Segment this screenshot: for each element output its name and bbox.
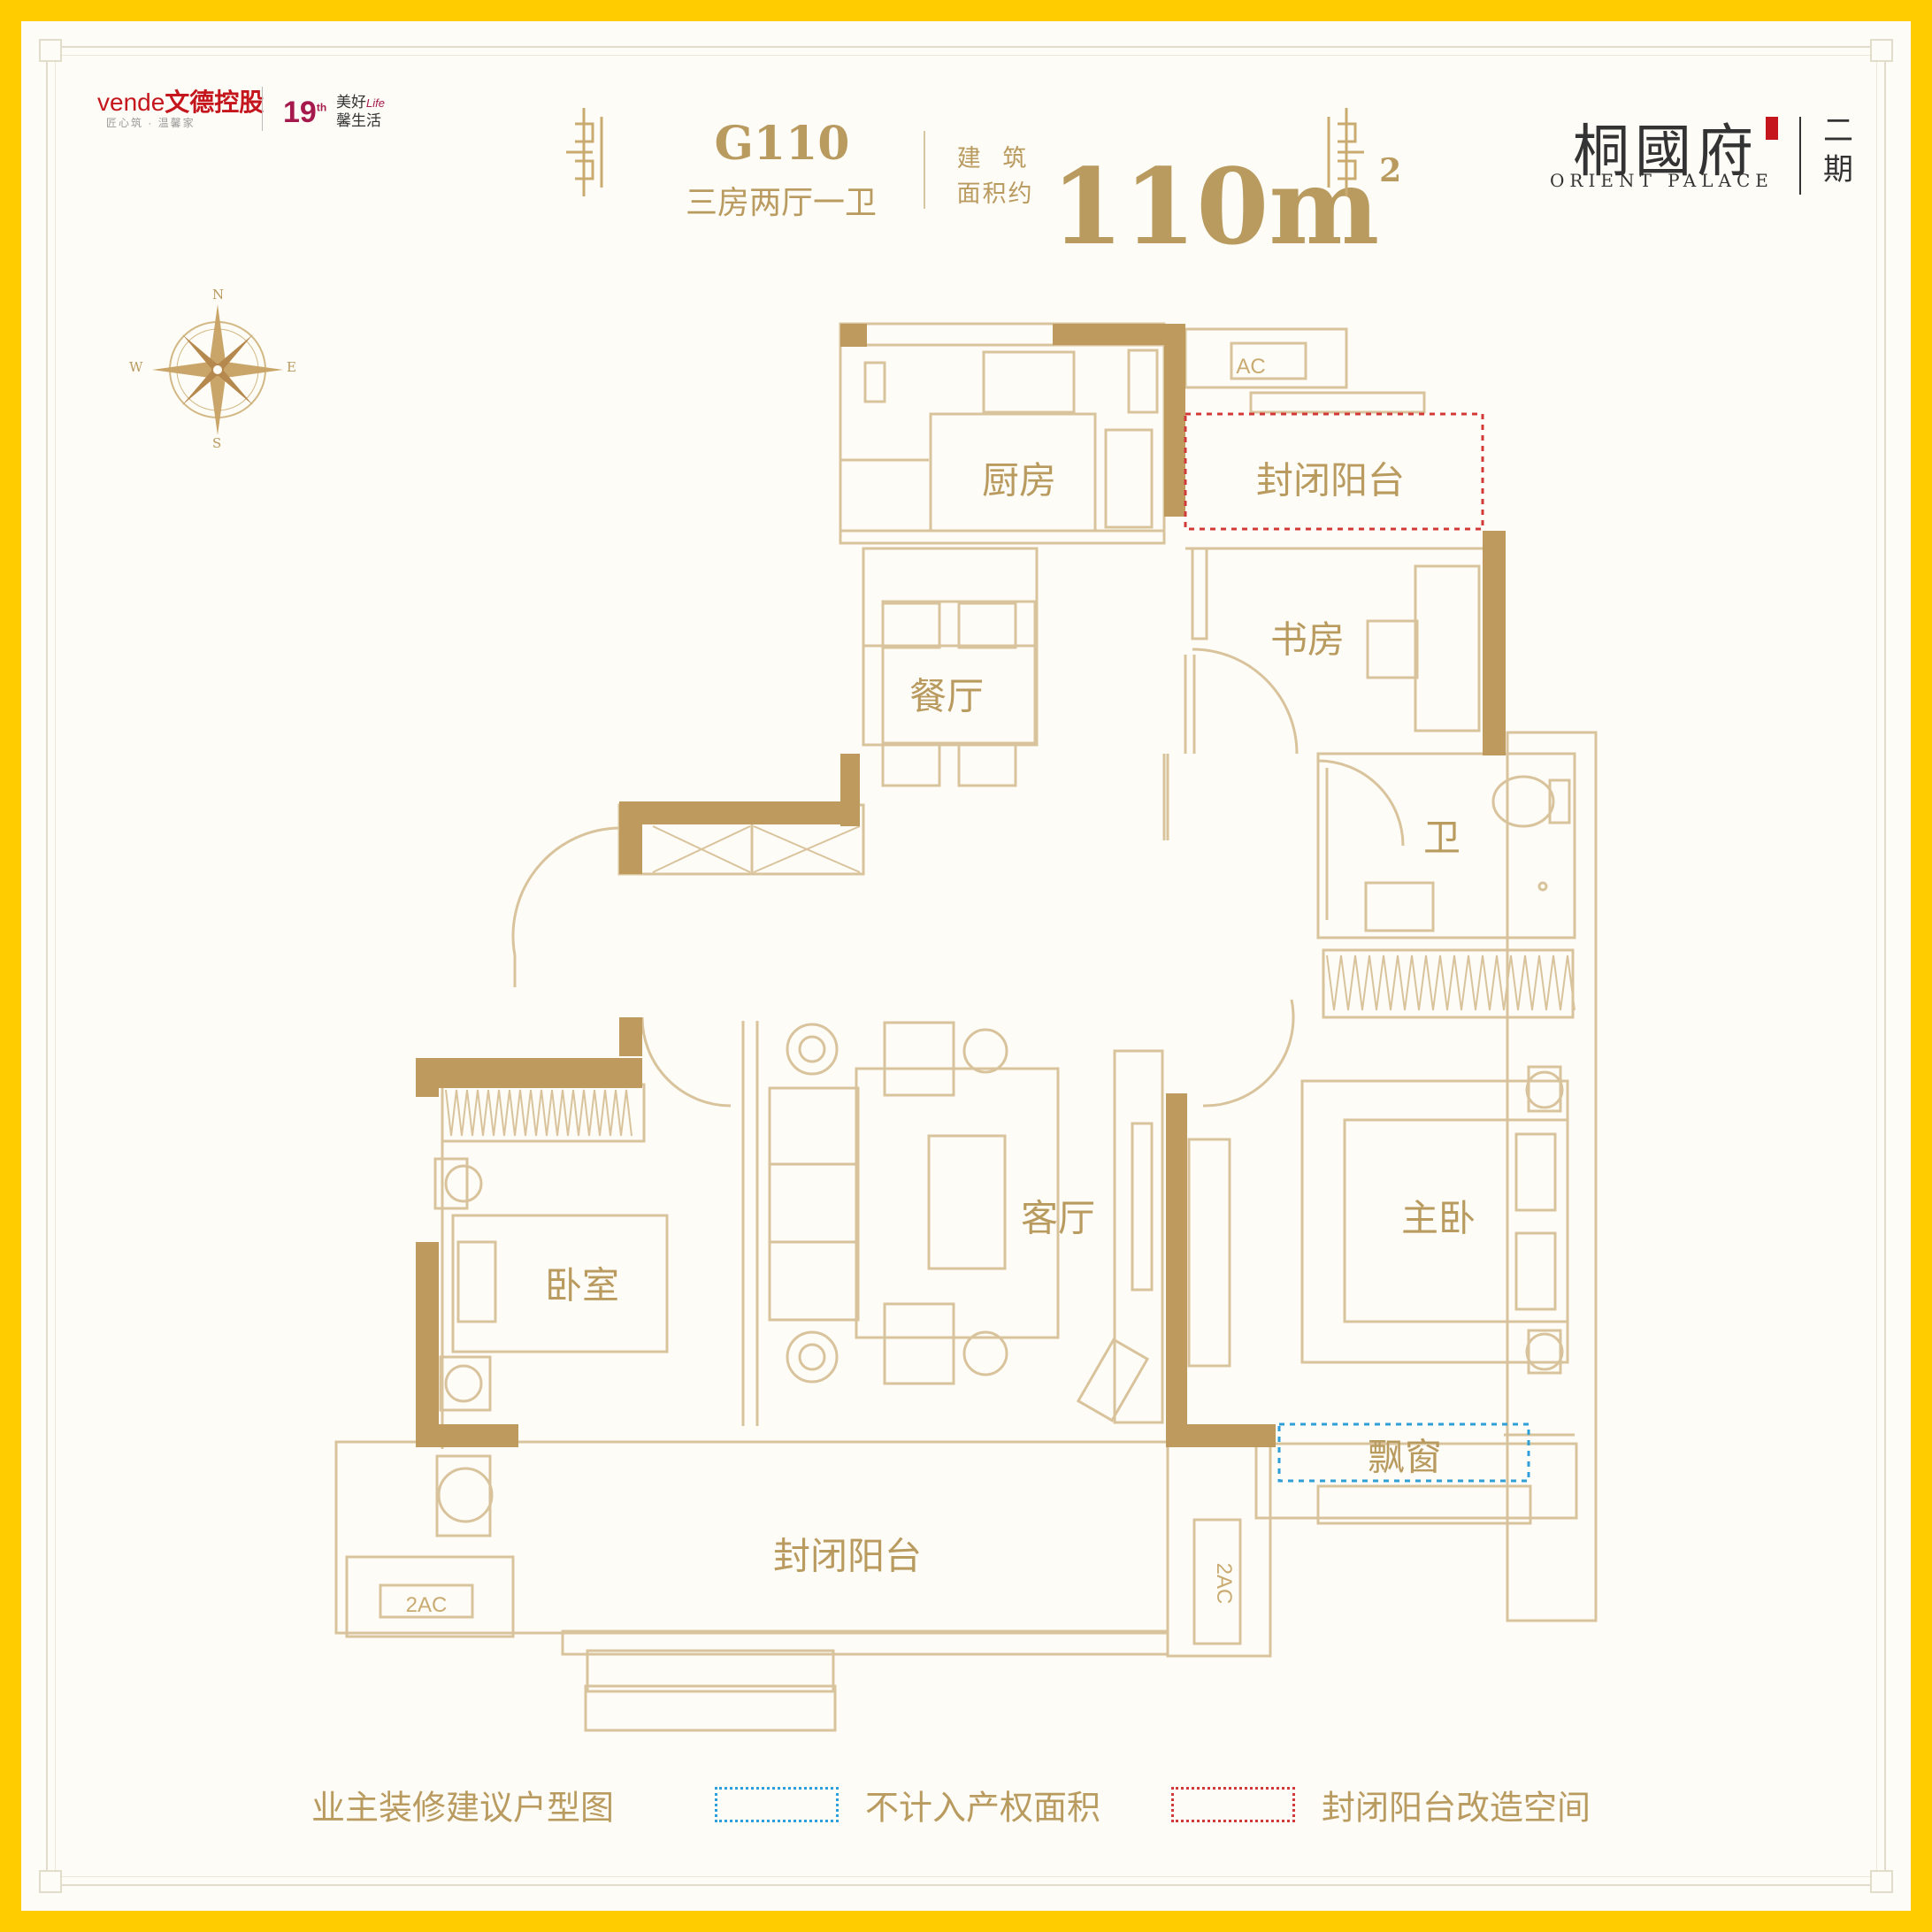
room-label-south-balcony: 封闭阳台 [772,1534,923,1578]
developer-slogan: 匠心筑 · 温馨家 [106,117,196,129]
converted-balcony-region [1184,412,1484,531]
legend-label-red: 封闭阳台改造空间 [1322,1788,1591,1828]
room-label-living: 客厅 [1020,1196,1096,1240]
plan-outline [334,322,1598,1732]
developer-name-en: vende [97,88,165,116]
room-label-bedroom: 卧室 [544,1263,620,1307]
room-label-bay-window: 飘窗 [1367,1435,1443,1479]
project-name-en: ORIENT PALACE [1550,170,1774,191]
legend-swatch-red [1171,1787,1295,1822]
inner-frame [55,55,1877,1877]
ac-label-southwest: 2AC [406,1593,448,1617]
legend-label-blue: 不计入产权面积 [865,1788,1101,1828]
plan-walls [416,324,1506,1447]
room-label-master-bedroom: 主卧 [1400,1196,1476,1240]
outer-frame [46,46,1886,1886]
wardrobe-hatching [445,825,1576,1137]
developer-name-cn: 文德控股 [165,88,264,116]
corner-ornament [1870,1870,1893,1893]
logo-divider [1799,117,1801,195]
room-label-dining: 餐厅 [908,674,985,718]
red-seal-icon [1766,117,1778,140]
area-unit-sup: 2 [1379,152,1402,189]
compass-south: S [212,435,222,451]
compass-west: W [129,359,143,375]
corner-ornament [1870,39,1893,62]
area-label: 建 筑 面积约 [955,142,1035,212]
anniversary-cn-1: 美好 [336,94,366,111]
title-divider [924,131,925,209]
anniversary-digits: 19 [283,96,317,129]
excluded-area-region [1277,1422,1530,1483]
area-label-line1: 建 筑 [956,145,1034,172]
developer-logo: vende文德控股 [97,83,264,119]
compass-rose-icon [152,304,283,435]
legend-swatch-blue [715,1787,839,1822]
corner-ornament [39,1870,62,1893]
area-number: 110m [1051,145,1380,268]
corner-ornament [39,39,62,62]
room-label-kitchen: 厨房 [981,458,1057,502]
title-ornament-right-icon [1327,108,1364,196]
anniversary-number: 19th [283,96,326,130]
room-label-study: 书房 [1269,617,1346,662]
ac-label-north: AC [1236,355,1265,379]
brand-divider [262,87,263,131]
compass-north: N [212,287,225,303]
anniversary-en: Life [366,96,385,110]
room-label-north-balcony: 封闭阳台 [1255,458,1406,502]
anniversary-cn-2: 馨生活 [336,112,381,129]
project-phase: 二期 [1823,113,1853,188]
compass-east: E [287,359,296,375]
area-label-line2: 面积约 [956,180,1034,208]
room-label-bathroom: 卫 [1422,816,1461,860]
title-ornament-left-icon [566,108,603,196]
project-name-cn: 桐國府 [1573,119,1759,185]
anniversary-suffix: th [316,101,327,114]
unit-type: 三房两厅一卫 [685,185,877,221]
unit-code: G110 [714,117,850,171]
legend-caption: 业主装修建议户型图 [311,1788,615,1828]
area-value: 110m2 [1051,119,1401,259]
anniversary-slogan: 美好Life 馨生活 [336,94,385,130]
ac-label-southeast: 2AC [1212,1563,1236,1605]
